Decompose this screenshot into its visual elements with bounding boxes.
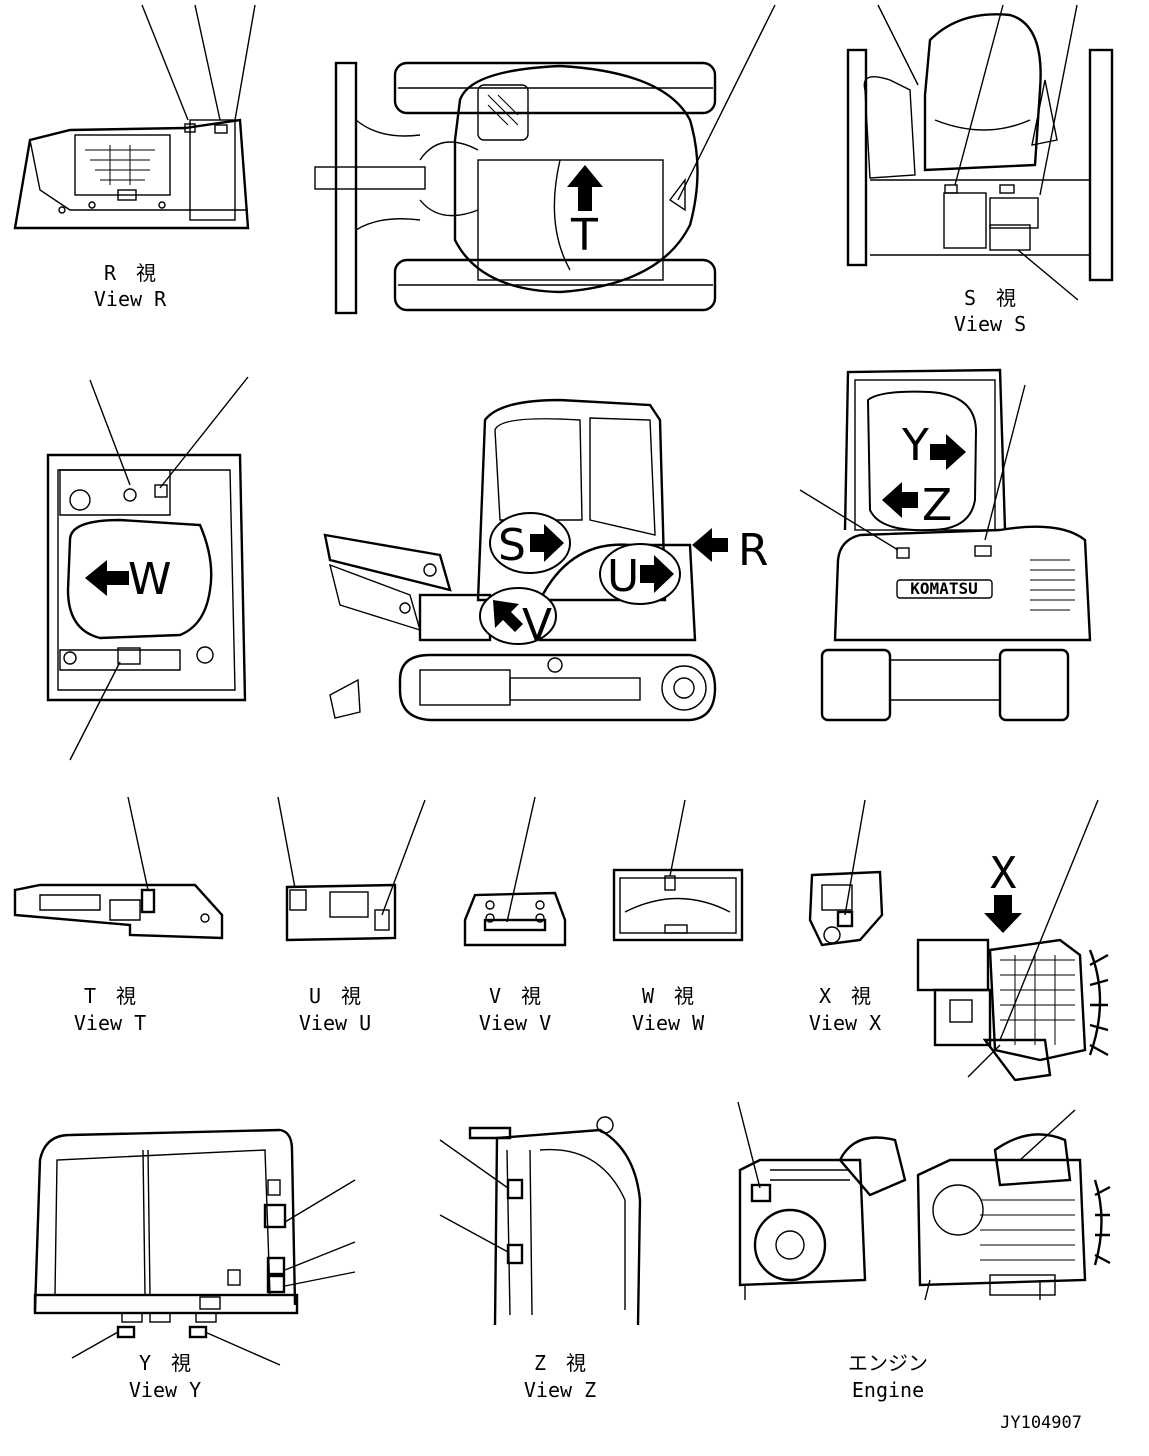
marker-t: T (570, 210, 598, 261)
marker-y: Y (901, 420, 929, 471)
view-v-en: View V (479, 1011, 551, 1035)
marker-x: X (990, 848, 1017, 899)
view-s-en: View S (954, 312, 1026, 336)
view-v-detail (463, 796, 567, 947)
view-w-jp: W 視 (642, 984, 694, 1008)
view-t-drawing: T (314, 4, 776, 315)
view-v-jp: V 視 (489, 984, 541, 1008)
view-x-detail (808, 799, 884, 947)
view-t-en: View T (74, 1011, 146, 1035)
side-view-drawing: S U V R (323, 398, 769, 722)
view-u-jp: U 視 (309, 984, 361, 1008)
engine-en: Engine (852, 1378, 924, 1402)
marker-w: W (128, 554, 172, 605)
engine-jp: エンジン (848, 1351, 928, 1375)
view-r-drawing (13, 4, 256, 230)
view-s-jp: S 視 (964, 286, 1016, 310)
view-w-drawing: W (46, 376, 249, 761)
engine-drawing (737, 1101, 1111, 1301)
view-z-en: View Z (524, 1378, 596, 1402)
view-z-jp: Z 視 (534, 1351, 586, 1375)
drawing-id: JY104907 (1000, 1413, 1082, 1433)
view-y-en: View Y (129, 1378, 201, 1402)
view-r-en: View R (94, 287, 167, 311)
view-w-detail (612, 799, 744, 942)
view-t-detail (13, 796, 224, 940)
view-r-jp: R 視 (104, 261, 156, 285)
view-y-jp: Y 視 (139, 1351, 191, 1375)
marker-u: U (607, 551, 639, 602)
view-z-drawing (439, 1116, 642, 1326)
marker-v: V (522, 600, 552, 651)
view-y-drawing (33, 1128, 356, 1366)
engine-x-drawing: X (916, 799, 1109, 1082)
view-u-detail (277, 796, 426, 942)
marker-s: S (498, 520, 526, 571)
view-w-en: View W (632, 1011, 705, 1035)
view-x-en: View X (809, 1011, 881, 1035)
view-t-jp: T 視 (84, 984, 136, 1008)
marker-z: Z (922, 480, 952, 531)
view-u-en: View U (299, 1011, 371, 1035)
rear-view-drawing: Y Z KOMATSU (799, 368, 1092, 722)
brand-logo: KOMATSU (910, 579, 977, 598)
view-s-drawing (846, 4, 1114, 301)
view-x-jp: X 視 (819, 984, 871, 1008)
marker-r: R (738, 525, 769, 576)
